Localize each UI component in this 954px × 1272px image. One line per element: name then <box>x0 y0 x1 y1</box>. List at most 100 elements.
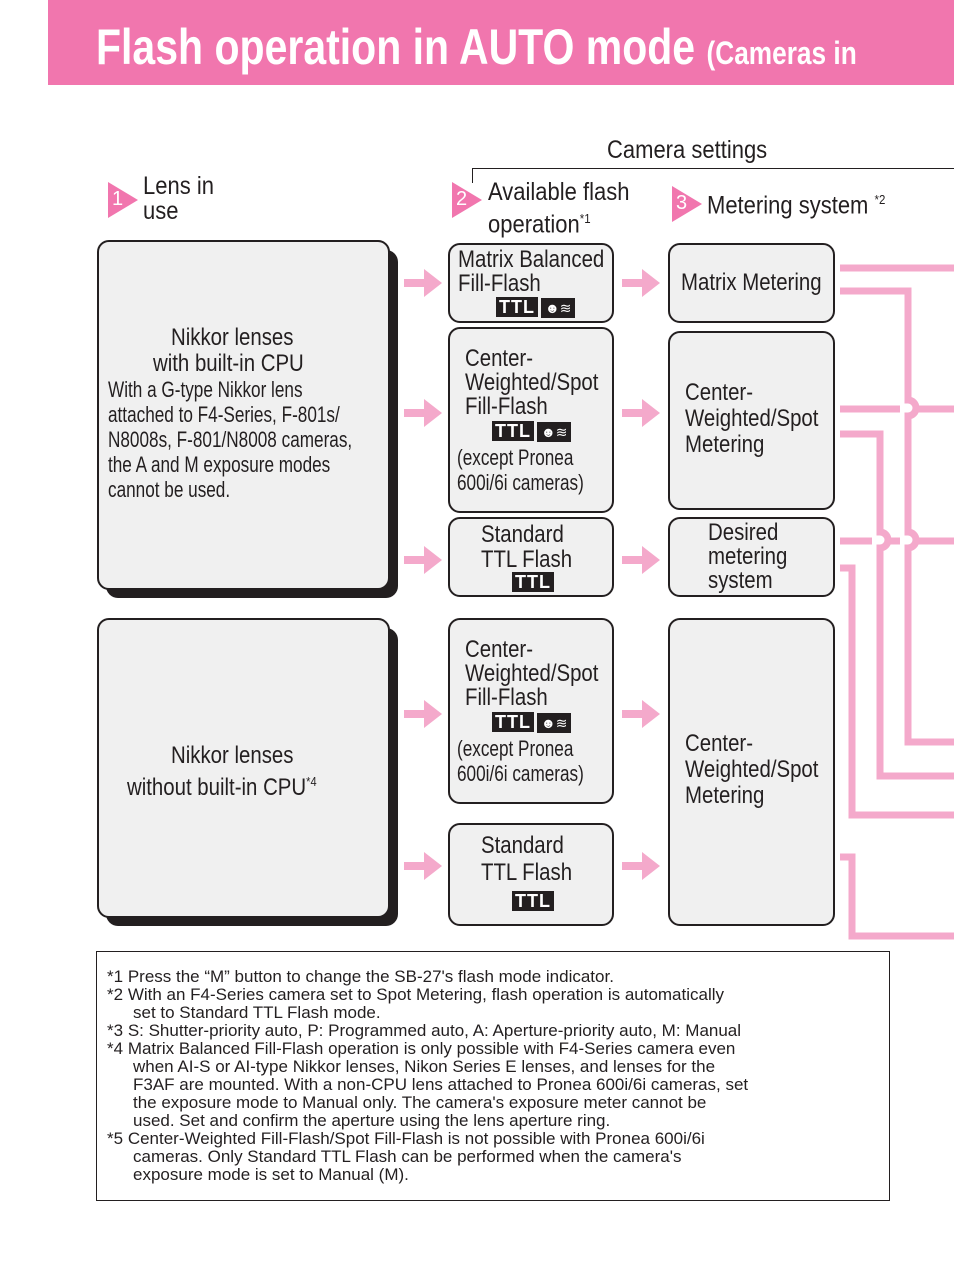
step-3-marker <box>672 186 702 222</box>
flash-box-standard-ttl: Standard TTL Flash TTL <box>448 517 614 597</box>
note-line: (except Pronea <box>457 736 574 761</box>
footnote-marker: *3 <box>107 1021 124 1040</box>
fill-flash-icon: ☻≋ <box>541 298 576 318</box>
step-2-marker <box>452 182 482 218</box>
footnote-text: Matrix Balanced Fill-Flash operation is … <box>127 1039 736 1058</box>
desc-line: With a G-type Nikkor lens <box>108 377 303 402</box>
col1-label: use <box>143 197 179 225</box>
note-line: (except Pronea <box>457 445 574 470</box>
metering-label: Weighted/Spot <box>685 756 819 783</box>
connector-lines <box>404 264 954 940</box>
footnote-text: Center-Weighted Fill-Flash/Spot Fill-Fla… <box>127 1129 705 1148</box>
footnote-marker: *1 <box>107 967 124 986</box>
flash-label: Standard <box>481 521 564 548</box>
footnote-2: *2 With an F4-Series camera set to Spot … <box>107 986 887 1022</box>
footnotes-box: *1 Press the “M” button to change the SB… <box>96 951 890 1201</box>
flash-label: Fill-Flash <box>458 270 541 297</box>
title-bar <box>48 0 954 85</box>
ttl-icon: TTL <box>496 297 538 317</box>
flash-label: Fill-Flash <box>465 393 548 420</box>
footnote-text: the exposure mode to Manual only. The ca… <box>133 1093 707 1112</box>
metering-box-desired: Desired metering system <box>668 517 835 597</box>
metering-label: Metering <box>685 782 765 809</box>
fill-flash-icon: ☻≋ <box>537 713 572 733</box>
lens-box-cpu: Nikkor lenses with built-in CPU With a G… <box>97 240 390 590</box>
lens-title: without built-in CPU <box>127 774 307 801</box>
desc-line: the A and M exposure modes <box>108 452 331 477</box>
note-line: 600i/6i cameras) <box>457 470 584 495</box>
metering-label: system <box>708 567 773 594</box>
metering-label: Metering <box>685 431 765 458</box>
footnote-text: F3AF are mounted. With a non-CPU lens at… <box>133 1075 749 1094</box>
metering-label: Matrix Metering <box>681 269 822 296</box>
flash-box-standard-ttl-2: Standard TTL Flash TTL <box>448 823 614 926</box>
footnote-text: With an F4-Series camera set to Spot Met… <box>127 985 725 1004</box>
metering-label: Weighted/Spot <box>685 405 819 432</box>
flash-label: Matrix Balanced <box>458 246 605 273</box>
flash-label: Standard <box>481 832 564 859</box>
flash-label: Weighted/Spot <box>465 369 599 396</box>
footnote-text: when AI-S or AI-type Nikkor lenses, Niko… <box>133 1057 716 1076</box>
footnote-text: exposure mode is set to Manual (M). <box>133 1165 409 1184</box>
footnote-ref: *1 <box>579 211 591 226</box>
footnote-marker: *2 <box>107 985 124 1004</box>
flash-box-cw-spot-fill: Center- Weighted/Spot Fill-Flash TTL☻≋ (… <box>448 327 614 513</box>
col3-label: Metering system <box>707 191 869 220</box>
lens-title: Nikkor lenses <box>171 742 294 769</box>
lens-desc: With a G-type Nikkor lens attached to F4… <box>108 377 352 502</box>
footnote-ref: *2 <box>874 192 886 207</box>
flash-label: TTL Flash <box>481 859 573 886</box>
camera-settings-bracket <box>472 168 954 183</box>
footnote-marker: *4 <box>107 1039 124 1058</box>
flash-box-cw-spot-fill-2: Center- Weighted/Spot Fill-Flash TTL☻≋ (… <box>448 618 614 804</box>
metering-label: metering <box>708 543 788 570</box>
col1-label: Lens in <box>143 172 214 200</box>
ttl-icon: TTL <box>492 712 534 732</box>
step-2-number: 2 <box>456 188 468 210</box>
lens-title: with built-in CPU <box>153 350 304 377</box>
lens-box-non-cpu: Nikkor lenses without built-in CPU*4 <box>97 618 390 918</box>
camera-settings-heading: Camera settings <box>607 136 768 164</box>
footnote-text: S: Shutter-priority auto, P: Programmed … <box>127 1021 742 1040</box>
metering-label: Desired <box>708 519 779 546</box>
fill-flash-icon: ☻≋ <box>537 422 572 442</box>
arrow-icon <box>404 269 660 880</box>
page-title: Flash operation in AUTO mode (Cameras in <box>96 18 857 76</box>
footnote-1: *1 Press the “M” button to change the SB… <box>107 968 887 986</box>
metering-label: Center- <box>685 730 754 757</box>
footnote-5: *5 Center-Weighted Fill-Flash/Spot Fill-… <box>107 1130 887 1184</box>
flash-label: Weighted/Spot <box>465 660 599 687</box>
ttl-icon: TTL <box>512 891 554 911</box>
col2-label: Available flash <box>488 178 630 206</box>
desc-line: N8008s, F-801/N8008 cameras, <box>108 427 353 452</box>
flash-label: Center- <box>465 636 534 663</box>
ttl-icon: TTL <box>492 421 534 441</box>
step-1-marker <box>108 182 138 218</box>
metering-label: Center- <box>685 379 754 406</box>
metering-box-cw-spot-2: Center- Weighted/Spot Metering <box>668 618 835 926</box>
footnote-4: *4 Matrix Balanced Fill-Flash operation … <box>107 1040 887 1130</box>
flash-box-matrix-balanced: Matrix Balanced Fill-Flash TTL☻≋ <box>448 243 614 323</box>
footnote-text: used. Set and confirm the aperture using… <box>133 1111 611 1130</box>
flash-label: Fill-Flash <box>465 684 548 711</box>
metering-box-cw-spot: Center- Weighted/Spot Metering <box>668 331 835 510</box>
footnote-marker: *5 <box>107 1129 124 1148</box>
flash-label: Center- <box>465 345 534 372</box>
step-1-number: 1 <box>112 188 124 210</box>
note-line: 600i/6i cameras) <box>457 761 584 786</box>
metering-box-matrix: Matrix Metering <box>668 243 835 323</box>
ttl-icon: TTL <box>512 572 554 592</box>
title-sub: (Cameras in <box>706 35 857 71</box>
lens-title: Nikkor lenses <box>171 324 294 351</box>
footnote-3: *3 S: Shutter-priority auto, P: Programm… <box>107 1022 887 1040</box>
col2-label: operation <box>488 210 580 239</box>
flash-label: TTL Flash <box>481 546 573 573</box>
footnote-text: set to Standard TTL Flash mode. <box>133 1003 381 1022</box>
desc-line: cannot be used. <box>108 477 231 502</box>
desc-line: attached to F4-Series, F-801s/ <box>108 402 340 427</box>
footnote-text: Press the “M” button to change the SB-27… <box>127 967 614 986</box>
title-main: Flash operation in AUTO mode <box>96 19 696 75</box>
